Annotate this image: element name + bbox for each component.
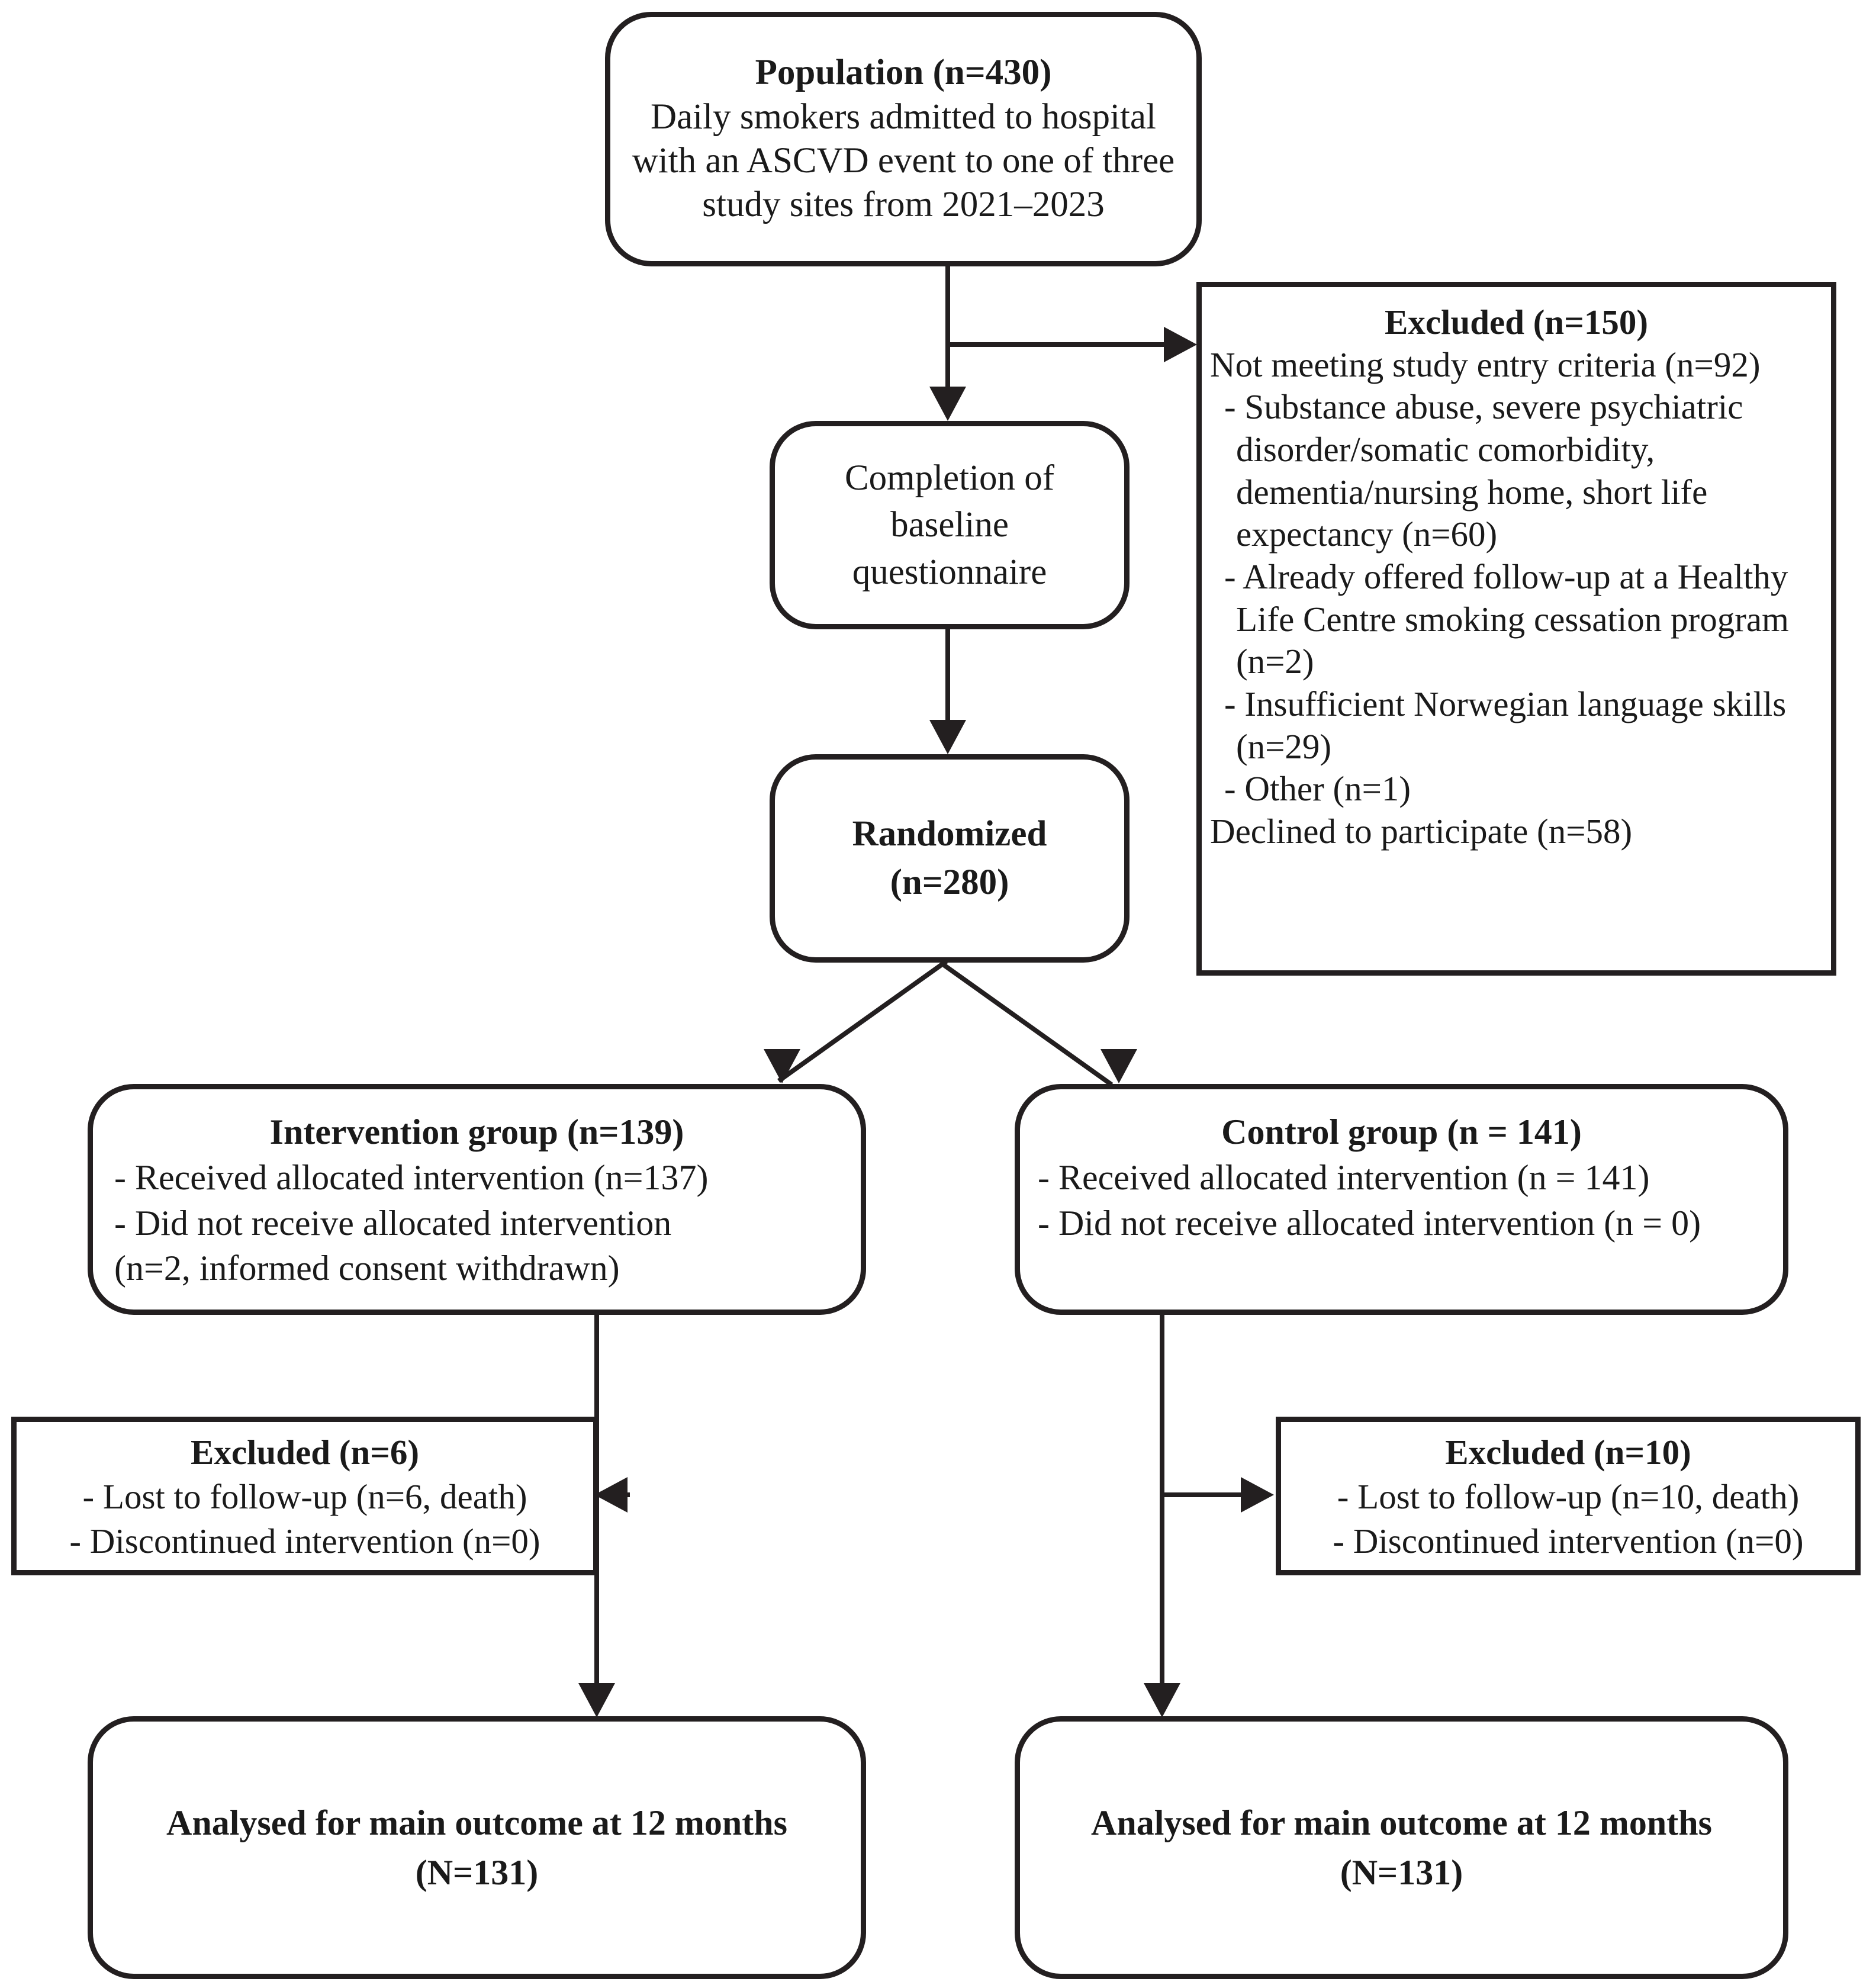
control-item-0: - Received allocated intervention (n = 1…	[1038, 1157, 1650, 1197]
node-excluded-intervention: Excluded (n=6) - Lost to follow-up (n=6,…	[11, 1417, 598, 1575]
node-control-group: Control group (n = 141) - Received alloc…	[1015, 1084, 1788, 1315]
connector-population-to-excluded	[948, 342, 1166, 347]
population-heading: Population (n=430)	[755, 53, 1052, 93]
excluded-intervention-item-1: - Discontinued intervention (n=0)	[69, 1521, 540, 1561]
population-line-2: with an ASCVD event to one of three	[632, 141, 1175, 181]
intervention-heading: Intervention group (n=139)	[269, 1112, 684, 1151]
node-excluded-control: Excluded (n=10) - Lost to follow-up (n=1…	[1276, 1417, 1861, 1575]
arrowhead-excluded-screening	[1164, 327, 1197, 362]
intervention-item-2: (n=2, informed consent withdrawn)	[114, 1249, 620, 1288]
excluded-screening-item-2: - Already offered follow-up at a Healthy…	[1224, 557, 1789, 681]
excluded-screening-heading: Excluded (n=150)	[1384, 303, 1649, 342]
node-randomized: Randomized (n=280)	[770, 754, 1130, 963]
excluded-screening-item-0: Not meeting study entry criteria (n=92)	[1210, 345, 1761, 384]
intervention-item-0: - Received allocated intervention (n=137…	[114, 1157, 709, 1197]
excluded-screening-item-3: - Insufficient Norwegian language skills…	[1224, 684, 1787, 766]
analysed-control-heading: Analysed for main outcome at 12 months	[1091, 1803, 1712, 1842]
node-population: Population (n=430) Daily smokers admitte…	[605, 12, 1202, 266]
excluded-intervention-item-0: - Lost to follow-up (n=6, death)	[82, 1476, 527, 1516]
excluded-screening-item-5: Declined to participate (n=58)	[1210, 812, 1633, 851]
connector-excluded-control-branch	[1162, 1492, 1241, 1497]
baseline-line-3: questionnaire	[852, 552, 1047, 592]
randomized-count: (n=280)	[890, 863, 1009, 902]
connector-population-to-baseline	[945, 265, 950, 388]
randomized-heading: Randomized	[852, 814, 1047, 854]
node-analysed-intervention: Analysed for main outcome at 12 months (…	[88, 1716, 866, 1979]
excluded-intervention-heading: Excluded (n=6)	[190, 1433, 420, 1472]
analysed-control-count: (N=131)	[1340, 1853, 1463, 1892]
arrowhead-excluded-intervention	[594, 1477, 628, 1513]
arrowhead-control-group	[1100, 1049, 1137, 1083]
node-baseline-questionnaire: Completion of baseline questionnaire	[770, 421, 1130, 629]
excluded-screening-item-1: - Substance abuse, severe psychiatric di…	[1224, 387, 1743, 554]
node-intervention-group: Intervention group (n=139) - Received al…	[88, 1084, 866, 1315]
control-item-1: - Did not receive allocated intervention…	[1038, 1203, 1701, 1243]
population-line-3: study sites from 2021–2023	[702, 185, 1105, 225]
baseline-line-2: baseline	[890, 505, 1009, 545]
baseline-line-1: Completion of	[844, 458, 1055, 498]
connector-control-to-analysed	[1160, 1314, 1164, 1687]
arrowhead-analysed-intervention	[578, 1683, 615, 1717]
excluded-control-item-0: - Lost to follow-up (n=10, death)	[1337, 1476, 1800, 1516]
excluded-control-heading: Excluded (n=10)	[1445, 1433, 1691, 1472]
connector-randomized-to-intervention	[777, 959, 948, 1083]
arrowhead-excluded-control	[1241, 1477, 1274, 1513]
analysed-intervention-count: (N=131)	[415, 1853, 539, 1892]
excluded-screening-item-4: - Other (n=1)	[1224, 769, 1411, 809]
excluded-control-item-1: - Discontinued intervention (n=0)	[1333, 1521, 1804, 1561]
arrowhead-baseline	[929, 387, 966, 421]
control-heading: Control group (n = 141)	[1221, 1112, 1582, 1151]
arrowhead-intervention-group	[764, 1049, 800, 1083]
connector-randomized-to-control	[942, 963, 1114, 1087]
connector-baseline-to-randomized	[945, 629, 950, 724]
node-excluded-screening: Excluded (n=150) Not meeting study entry…	[1196, 282, 1836, 976]
population-line-1: Daily smokers admitted to hospital	[651, 96, 1156, 137]
analysed-intervention-heading: Analysed for main outcome at 12 months	[166, 1803, 787, 1842]
node-analysed-control: Analysed for main outcome at 12 months (…	[1015, 1716, 1788, 1979]
arrowhead-randomized	[929, 720, 966, 754]
arrowhead-analysed-control	[1144, 1683, 1180, 1717]
intervention-item-1: - Did not receive allocated intervention	[114, 1203, 672, 1243]
